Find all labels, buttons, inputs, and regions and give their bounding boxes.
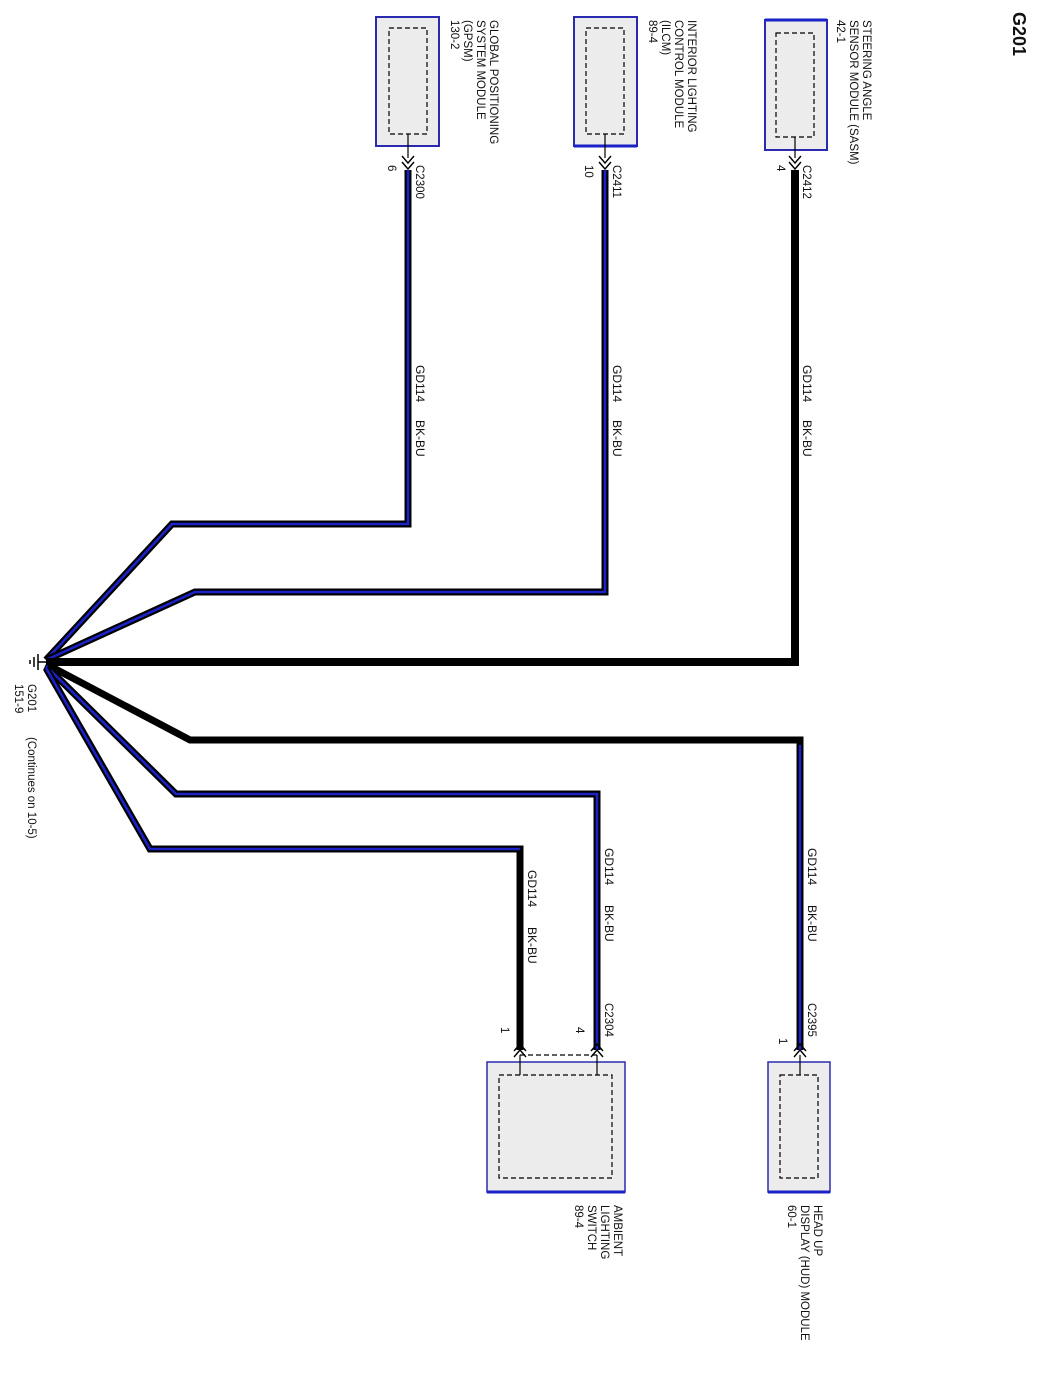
hud-pin: 1 (776, 1038, 788, 1044)
ambient-label-2: LIGHTING (598, 1205, 610, 1259)
gpsm-label-2: SYSTEM MODULE (474, 20, 486, 120)
ambient-label-1: AMBIENT (611, 1205, 623, 1256)
hud-label-2: DISPLAY (HUD) MODULE (798, 1205, 810, 1341)
ilcm-label-1: INTERIOR LIGHTING (685, 20, 697, 133)
ilcm-label-2: CONTROL MODULE (672, 20, 684, 129)
ground-icon (29, 654, 46, 670)
sasm-color-code: BK-BU (800, 420, 814, 457)
gpsm-pin: 6 (385, 165, 397, 171)
ambient-label-4: 89-4 (572, 1205, 584, 1229)
hud-label-1: HEAD UP (811, 1205, 823, 1256)
sasm-connector: C2412 (800, 165, 812, 199)
gpsm-label-3: (GPSM) (461, 20, 473, 62)
sasm-pin: 4 (774, 165, 786, 172)
page-title: G201 (1009, 12, 1029, 56)
sasm-label-3: 42-1 (834, 20, 846, 43)
ambient-label-3: SWITCH (585, 1205, 597, 1250)
ilcm-pin: 10 (582, 165, 594, 178)
wire-ilcm (44, 170, 609, 664)
ilcm-color-code: BK-BU (610, 420, 624, 457)
wire-ambient-pin4 (43, 663, 601, 1050)
ilcm-module (573, 16, 638, 171)
hud-label-3: 60-1 (785, 1205, 797, 1228)
wire-ambient-pin1 (42, 666, 524, 1050)
ground-page-ref: 151-9 (12, 684, 24, 713)
ambient-pin1-color-code: BK-BU (525, 927, 539, 964)
ambient-pin-b: 4 (573, 1027, 585, 1034)
ambient-pin4-color-code: BK-BU (602, 905, 616, 942)
sasm-label-2: SENSOR MODULE (SASM) (847, 20, 859, 165)
ground-continues-note: (Continues on 10-5) (25, 737, 37, 839)
ilcm-label-4: 89-4 (646, 20, 658, 44)
sasm-module (764, 18, 828, 171)
ambient-pin-a: 1 (498, 1027, 510, 1033)
ambient-pin4-circuit: GD114 (602, 848, 616, 885)
wire-hud (44, 660, 804, 1050)
ilcm-connector: C2411 (610, 165, 622, 198)
sasm-circuit: GD114 (800, 365, 814, 402)
ambient-connector: C2304 (602, 1003, 614, 1037)
wire-sasm (46, 170, 799, 666)
ambient-pin1-circuit: GD114 (525, 870, 539, 907)
hud-color-code: BK-BU (805, 905, 819, 942)
ilcm-label-3: (ILCM) (659, 20, 671, 55)
hud-connector: C2395 (805, 1003, 817, 1037)
gpsm-circuit: GD114 (413, 365, 427, 402)
hud-module (767, 1042, 831, 1194)
sasm-label-1: STEERING ANGLE (860, 20, 872, 121)
wire-gpsm (43, 170, 412, 663)
gpsm-label-4: 130-2 (448, 20, 460, 49)
ilcm-circuit: GD114 (610, 365, 624, 402)
gpsm-connector: C2300 (413, 165, 425, 199)
hud-circuit: GD114 (805, 848, 819, 885)
ground-name: G201 (25, 684, 37, 712)
gpsm-color-code: BK-BU (413, 420, 427, 457)
gpsm-module (375, 16, 440, 171)
ambient-lighting-switch-module (486, 1042, 626, 1194)
gpsm-label-1: GLOBAL POSITIONING (487, 20, 499, 144)
